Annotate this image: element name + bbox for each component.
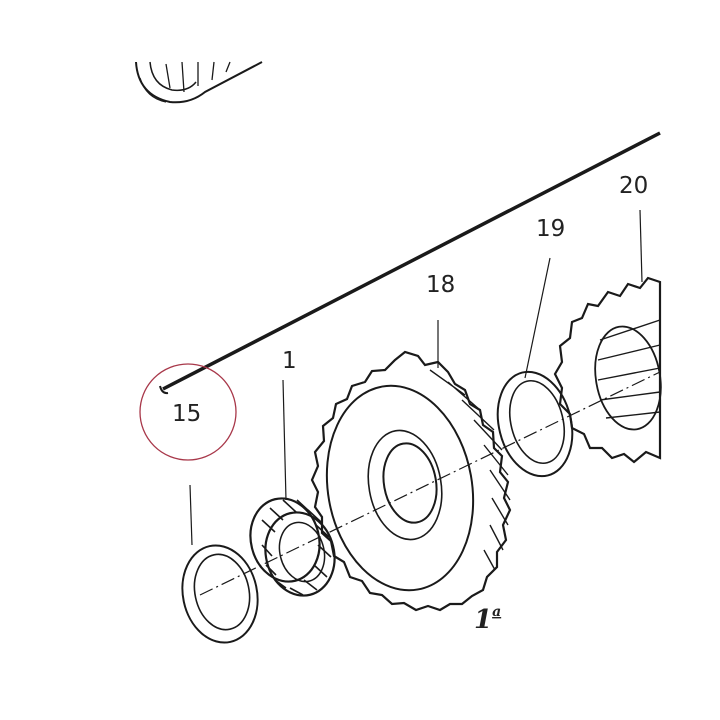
label-18: 18	[426, 272, 455, 298]
gear-18	[310, 320, 512, 612]
gear-20	[553, 209, 662, 464]
main-shaft	[162, 131, 661, 391]
axis-line	[199, 371, 661, 596]
label-15: 15	[172, 401, 201, 427]
gear-name-main: 1	[474, 605, 492, 635]
gear-name-sup: a	[492, 604, 501, 620]
label-19: 19	[536, 216, 565, 242]
shaft-fragment	[135, 61, 263, 104]
label-1: 1	[282, 348, 297, 374]
gear-name-label: 1a	[474, 604, 501, 635]
highlight-circle	[139, 363, 237, 461]
label-20: 20	[619, 173, 648, 199]
washer-15	[181, 484, 259, 644]
